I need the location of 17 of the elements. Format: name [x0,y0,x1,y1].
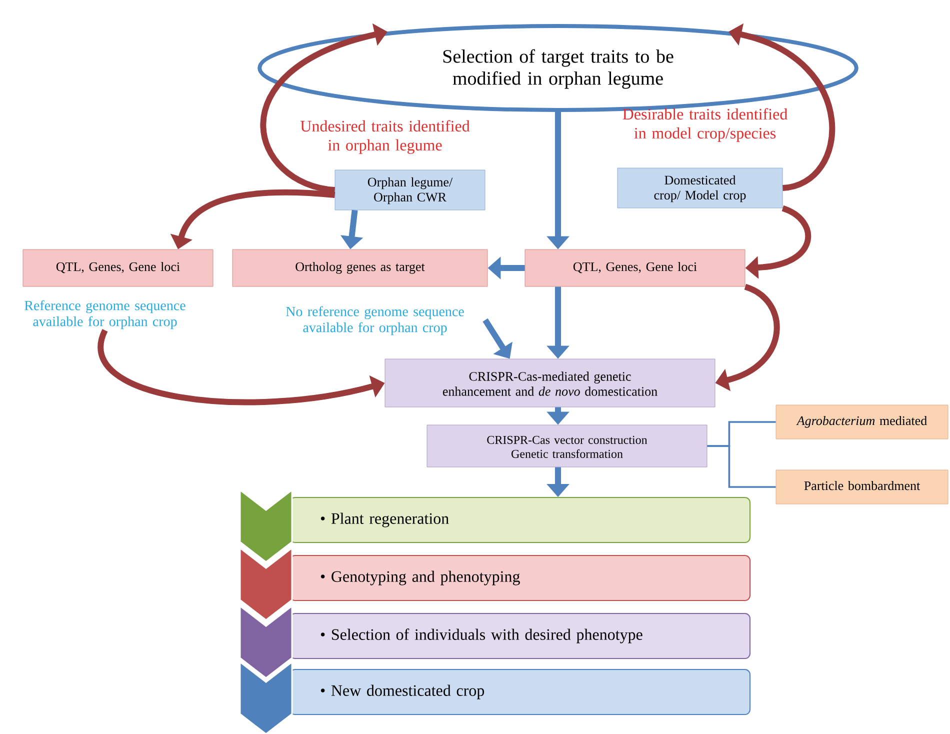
annotation-text: No reference genome sequence available for orphan crop [286,306,464,336]
process-box: Orphan legume/ Orphan CWR [334,170,486,210]
option-box: Agrobacterium mediated [776,404,948,440]
step-box: • Genotyping and phenotyping [290,555,750,601]
process-box: Domesticated crop/ Model crop [617,168,783,208]
process-box: QTL, Genes, Gene loci [22,249,214,287]
trait-label: Undesired traits identified in orphan legume [300,120,470,154]
step-box: • New domesticated crop [290,669,750,715]
connector-line [707,445,776,488]
process-box: Ortholog genes as target [232,249,488,287]
step-box: • Plant regeneration [290,497,750,543]
process-box: CRISPR-Cas-mediated genetic enhancement and de novo domestication [384,358,716,408]
process-box: CRISPR-Cas vector construction Genetic transformation [426,424,708,468]
step-box: • Selection of individuals with desired phenotype [290,613,750,659]
process-box: QTL, Genes, Gene loci [524,249,746,287]
option-box: Particle bombardment [776,470,948,504]
annotation-text: Reference genome sequence available for orphan crop [24,300,186,330]
